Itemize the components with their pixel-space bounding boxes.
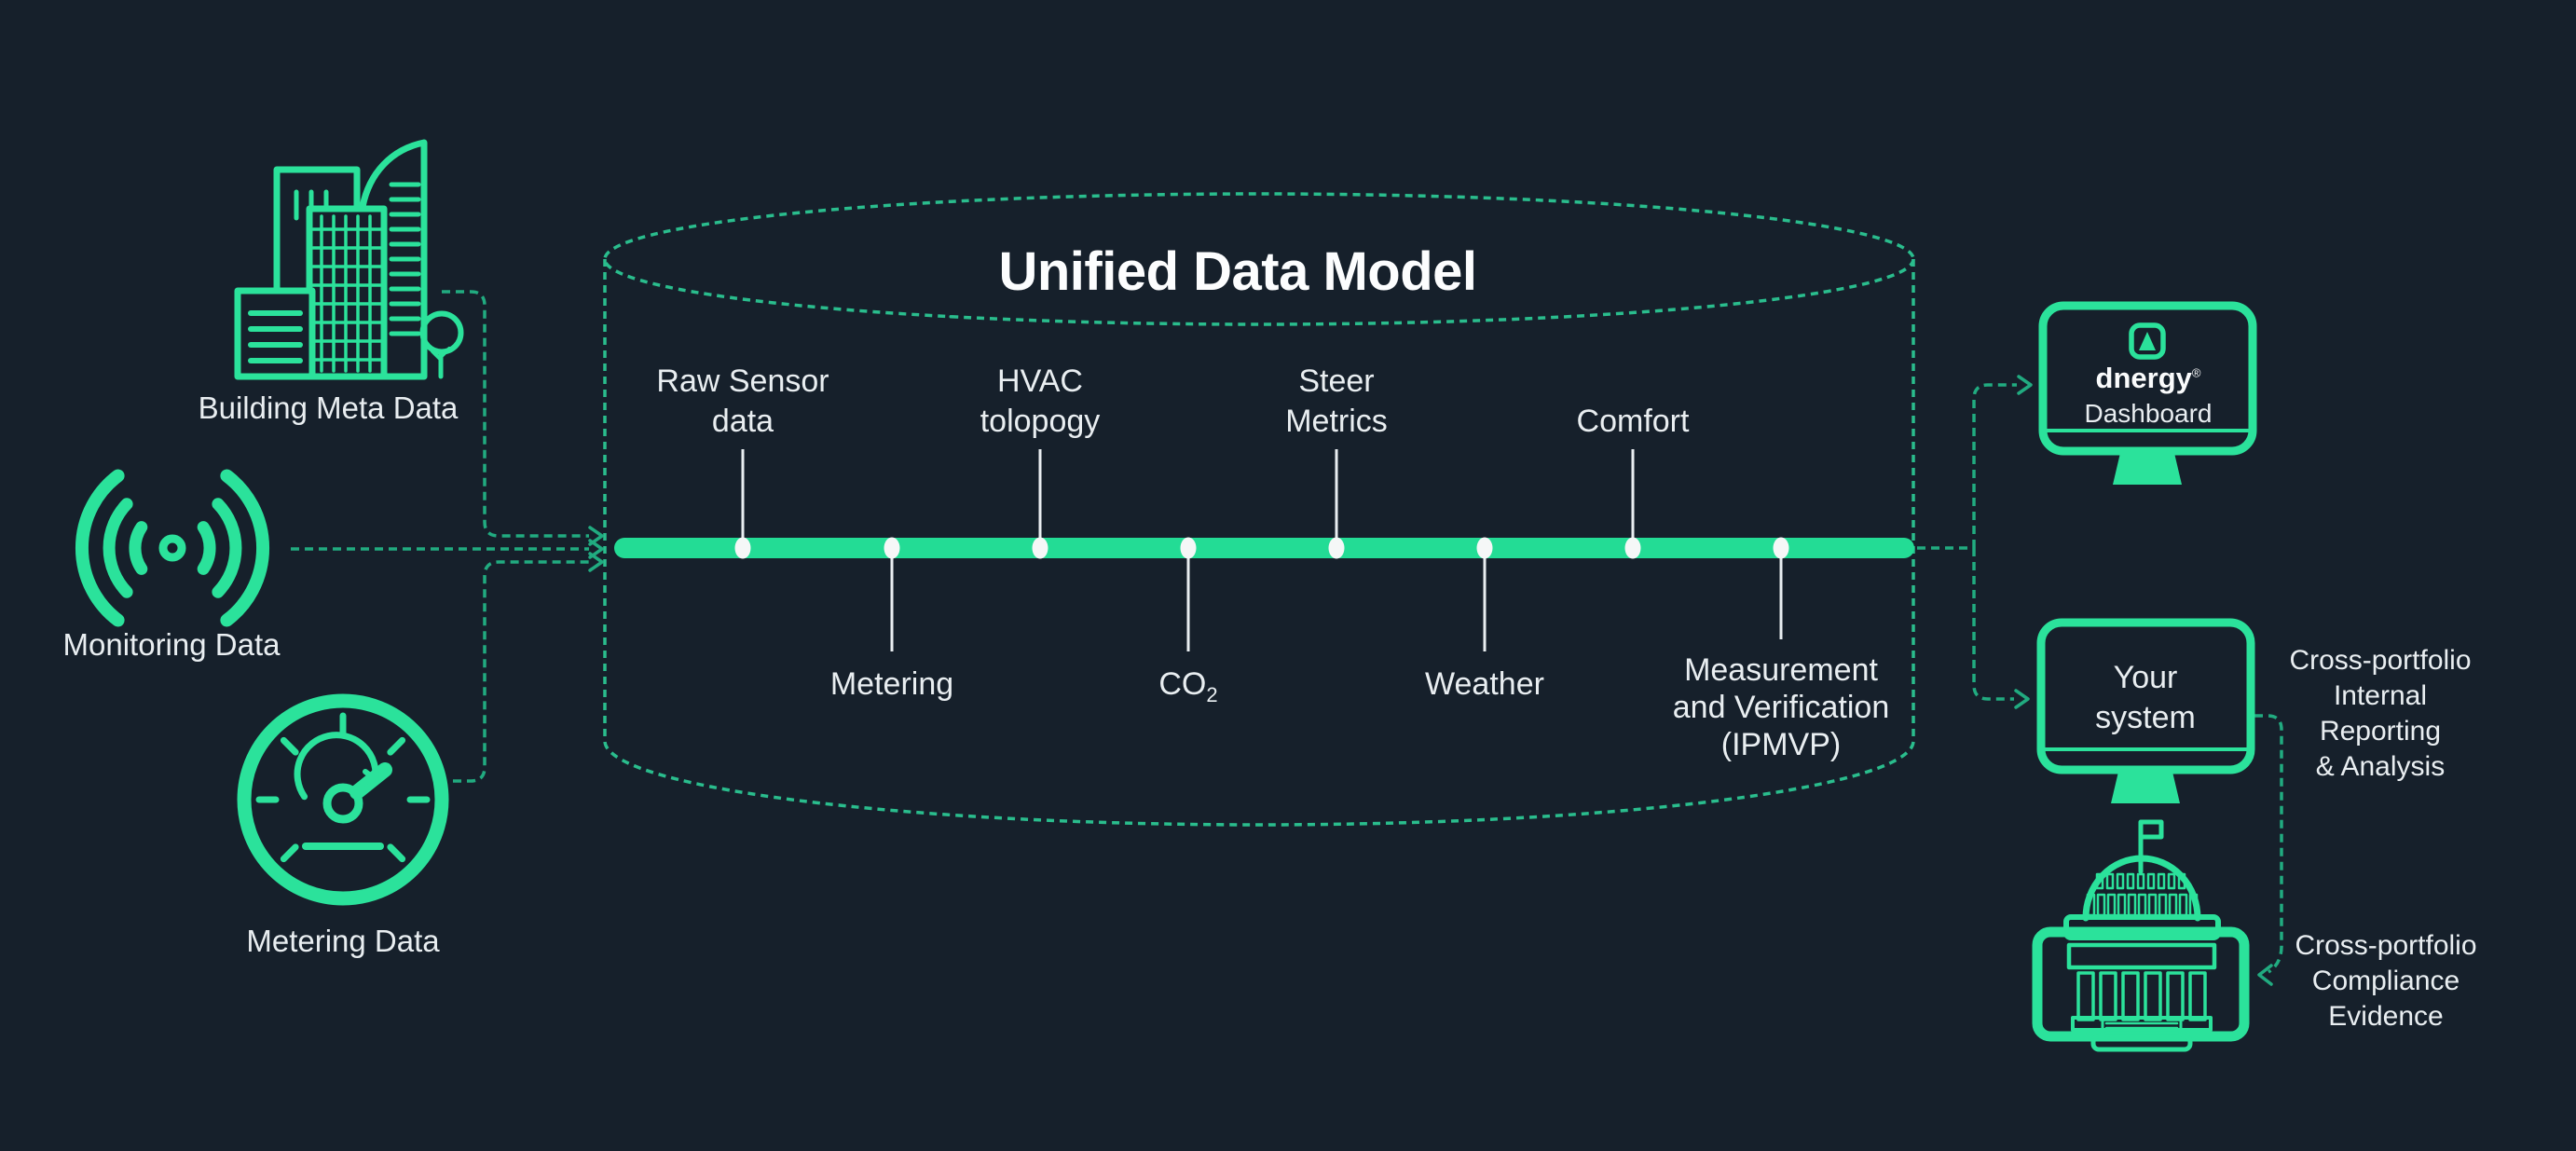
timeline-label-ipmvp: Measurement and Verification (IPMVP) — [1672, 652, 1890, 762]
timeline-stems — [741, 449, 1783, 651]
timeline-label-comfort: Comfort — [1576, 404, 1690, 439]
registered-mark: ® — [2191, 365, 2201, 380]
dashboard-label: Dashboard — [2084, 399, 2213, 428]
dnergy-brand: dnergy® — [2095, 362, 2201, 394]
timeline-label-co2: CO2 — [1158, 666, 1218, 706]
timeline-label-hvac-topology: HVAC tolopogy — [980, 363, 1101, 439]
dashboard-monitor-icon — [2038, 301, 2257, 485]
timeline-label-raw-sensor-data: Raw Sensor data — [656, 363, 829, 439]
dnergy-logo-icon — [2129, 322, 2166, 360]
system-to-capitol-connector — [2254, 714, 2283, 986]
tree-icon — [419, 310, 464, 379]
timeline-label-weather: Weather — [1425, 666, 1544, 702]
building-icon — [234, 139, 464, 380]
your-system-label: Your system — [2095, 660, 2196, 735]
capitol-building-icon — [2032, 819, 2250, 1052]
metering-data-label: Metering Data — [246, 924, 440, 958]
timeline-label-metering: Metering — [829, 666, 954, 702]
monitoring-connector — [291, 539, 604, 559]
timeline-label-steer-metrics: Steer Metrics — [1285, 363, 1388, 439]
monitoring-waves-icon — [75, 469, 270, 627]
bar-to-outputs-connector — [1917, 375, 2033, 709]
gauge-icon — [237, 693, 449, 906]
reporting-note: Cross-portfolio Internal Reporting & Ana… — [2289, 645, 2472, 782]
timeline-dots — [734, 537, 1789, 559]
timeline-bar — [614, 538, 1914, 558]
cylinder-title: Unified Data Model — [998, 241, 1477, 302]
data-model-cylinder — [603, 192, 1915, 827]
monitoring-data-label: Monitoring Data — [62, 627, 281, 662]
metering-connector — [453, 552, 604, 783]
your-system-monitor-icon — [2036, 618, 2255, 803]
building-meta-data-label: Building Meta Data — [198, 391, 459, 425]
compliance-note: Cross-portfolio Compliance Evidence — [2295, 930, 2477, 1032]
